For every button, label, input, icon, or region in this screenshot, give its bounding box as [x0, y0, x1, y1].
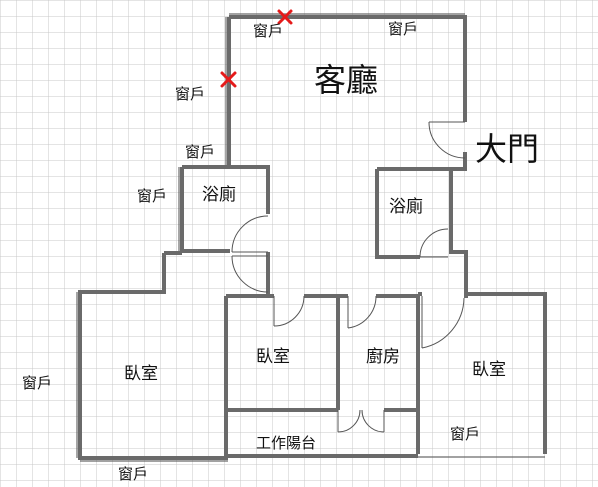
bath-left-door [231, 215, 269, 253]
kitchen-label: 廚房 [366, 347, 400, 367]
bath-left-door-b [231, 255, 269, 293]
doors [231, 121, 466, 433]
bath-right-wall-b [375, 169, 420, 259]
window-label-2: 窗戶 [388, 20, 419, 38]
kitchen-door [347, 295, 377, 329]
living-room-label: 客廳 [314, 61, 379, 99]
bedroom-right-wall [466, 292, 547, 454]
bedroom-right-label: 臥室 [472, 360, 506, 380]
bedroom-mid-door [273, 295, 305, 327]
window-label-1: 窗戶 [253, 22, 284, 40]
entry-wall [449, 152, 468, 298]
window-label-7: 窗戶 [118, 465, 149, 483]
bath-right-label: 浴廁 [389, 197, 423, 217]
walls [78, 15, 547, 460]
living-room-wall [229, 15, 467, 122]
window-label-6: 窗戶 [22, 374, 53, 392]
bath-left-wall [182, 165, 270, 214]
bedroom-left-wall-b [78, 253, 228, 460]
windows [76, 13, 545, 462]
main-door-label: 大門 [475, 130, 540, 168]
bedroom-left-label: 臥室 [124, 364, 158, 384]
window-label-3: 窗戶 [175, 85, 206, 103]
balcony-label: 工作陽台 [256, 434, 317, 452]
x-marker-left [220, 71, 237, 88]
x-markers [220, 9, 293, 88]
bedroom-middle-label: 臥室 [256, 347, 290, 367]
bath-left-label: 浴廁 [202, 185, 236, 205]
window-label-4: 窗戶 [185, 143, 216, 161]
bath-right-door [419, 228, 449, 258]
main-door-swing [428, 121, 466, 159]
x-marker-top [277, 9, 293, 25]
balcony-door [337, 409, 385, 433]
window-label-8: 窗戶 [450, 425, 481, 443]
bedroom-right-door [421, 296, 465, 349]
window-label-5: 窗戶 [137, 187, 168, 205]
